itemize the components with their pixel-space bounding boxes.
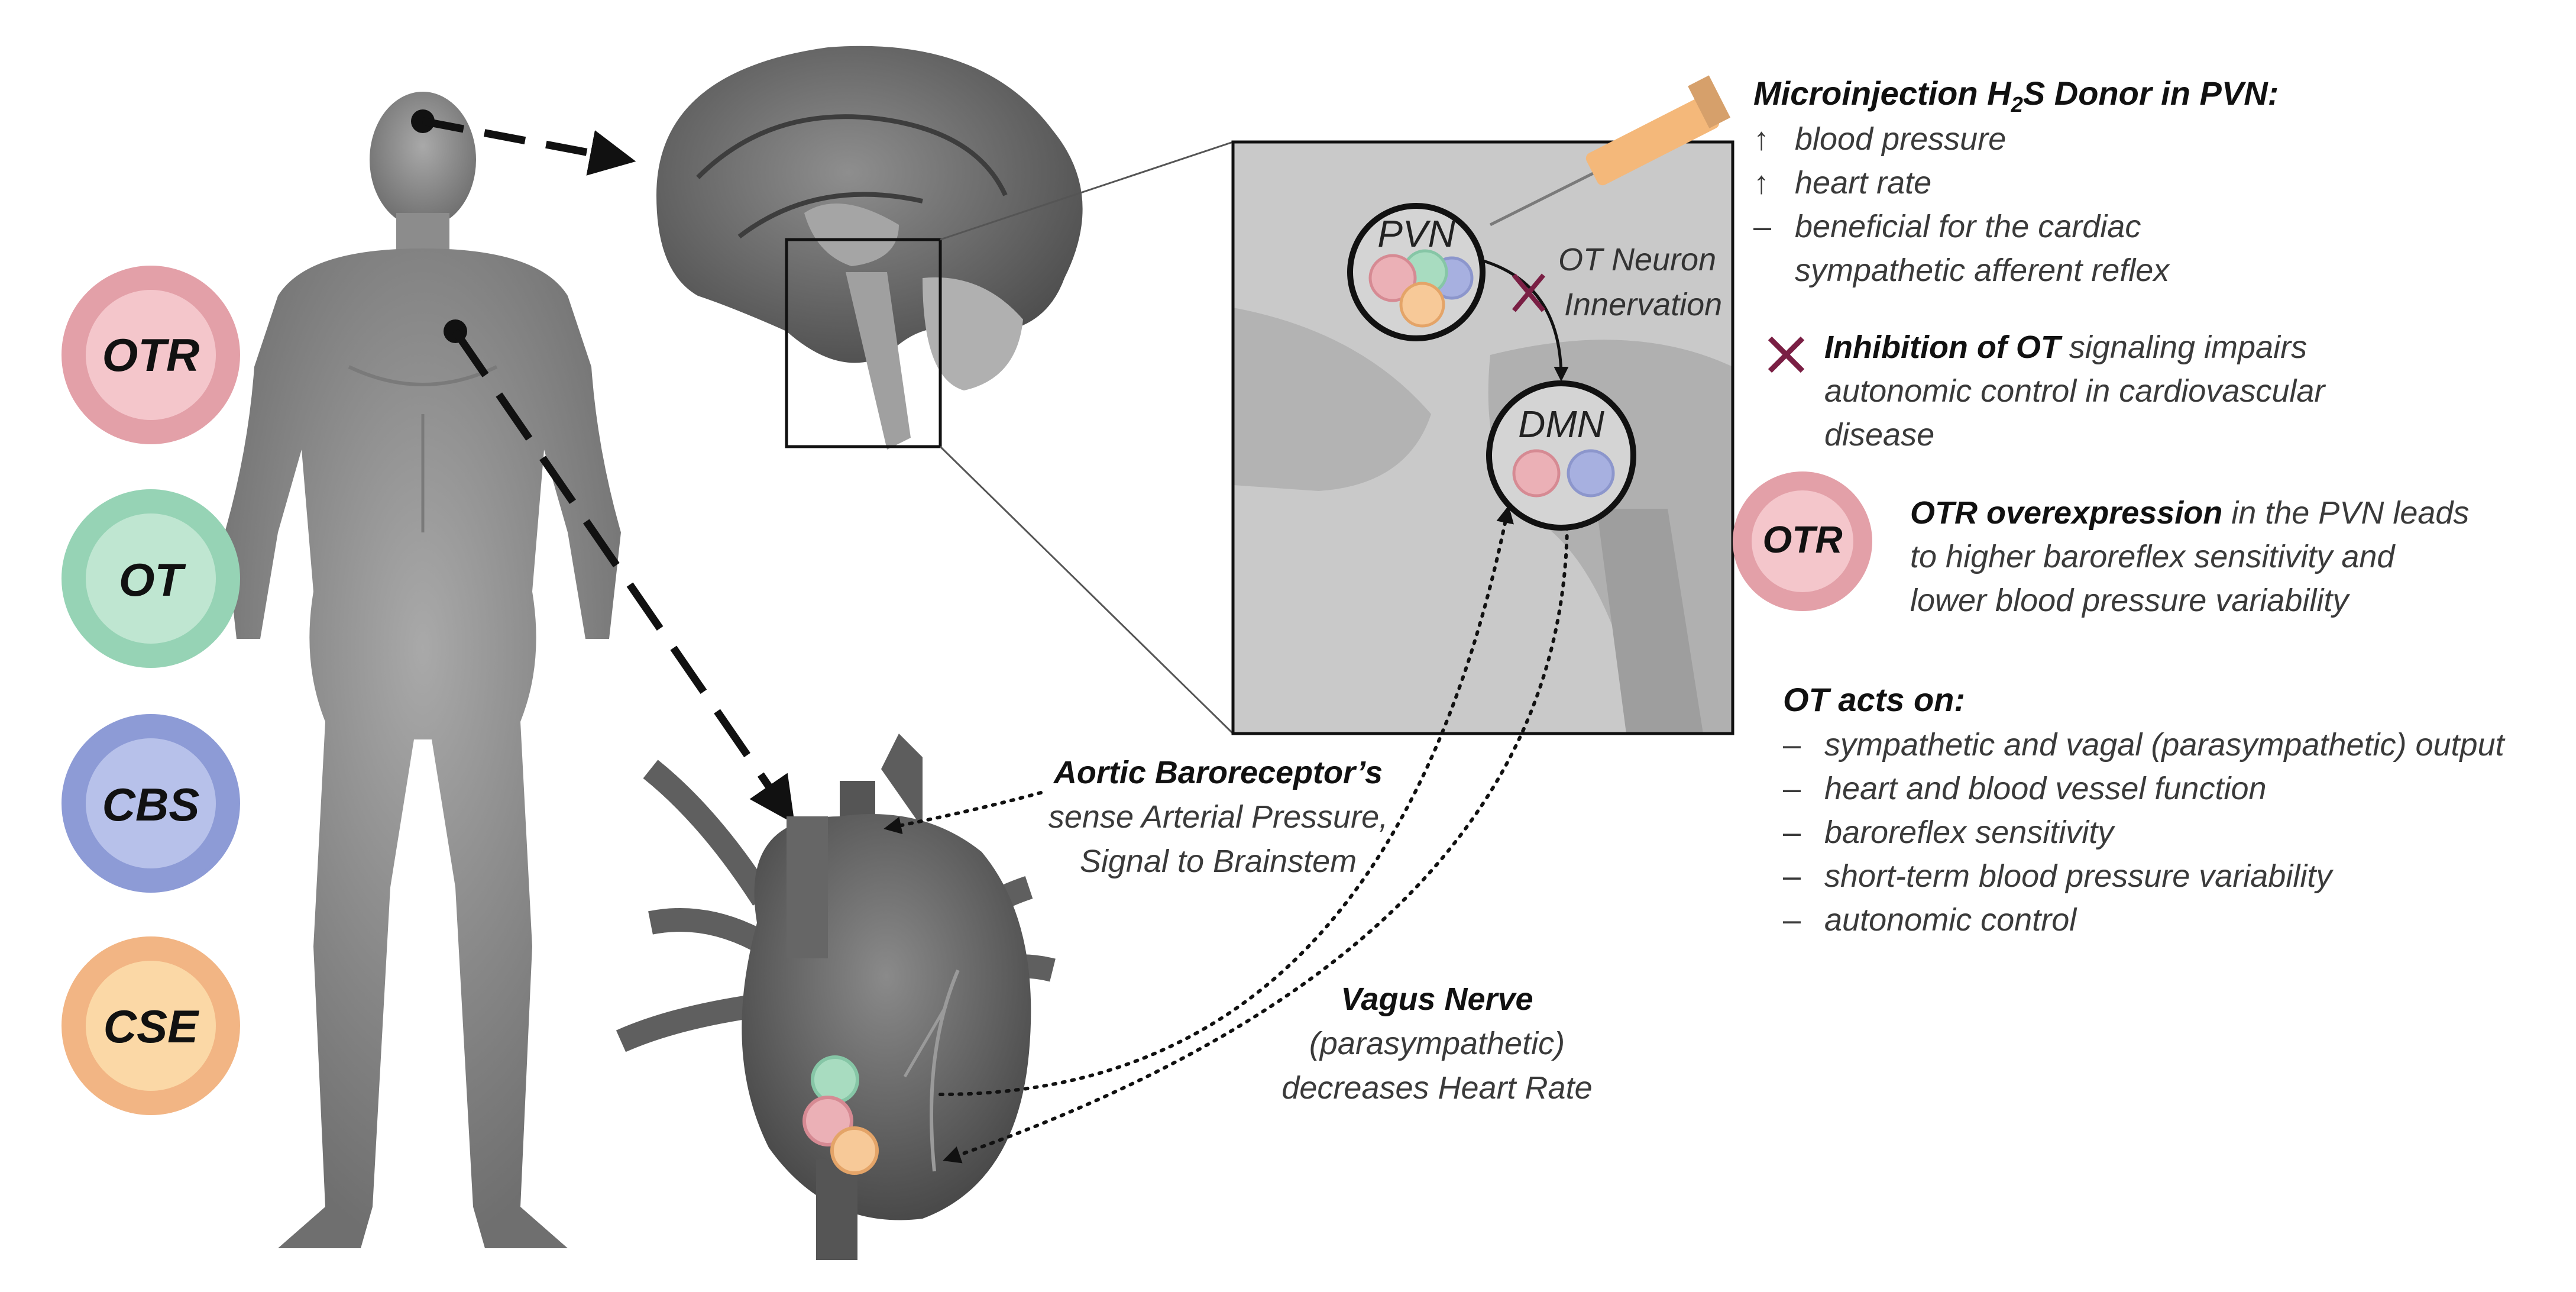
vagus-label-line3: decreases Heart Rate: [1281, 1070, 1593, 1106]
microinjection-item-2: ↑heart rate: [1753, 165, 1932, 201]
overexpression-badge-label: OTR: [1762, 518, 1843, 561]
aortic-label-line1: Aortic Baroreceptor’s: [1053, 755, 1383, 790]
ot-acts-item-5: –autonomic control: [1783, 902, 2077, 938]
microinjection-item-3-continuation: sympathetic afferent reflex: [1795, 253, 2170, 288]
aortic-label-line3: Signal to Brainstem: [1079, 844, 1357, 879]
vagus-nerve-arrow: [943, 525, 1569, 1164]
dmn-label: DMN: [1518, 403, 1604, 445]
aortic-label-line2: sense Arterial Pressure,: [1048, 799, 1389, 835]
ot-acts-item-1: –sympathetic and vagal (parasympathetic)…: [1783, 727, 2504, 763]
inhibition-line2: autonomic control in cardiovascular: [1824, 373, 2325, 409]
ot-acts-item-4: –short-term blood pressure variability: [1783, 858, 2332, 894]
heart-illustration: [616, 734, 1056, 1260]
microinjection-item-3: –beneficial for the cardiac: [1753, 209, 2141, 244]
syringe-icon: [1489, 75, 1731, 227]
badge-ot: [62, 489, 240, 668]
overexpression-otr-badge: [1733, 471, 1872, 611]
chest-to-heart-arrow: [444, 319, 795, 824]
badge-ot-label: OT: [118, 554, 183, 606]
ot-acts-item-3: –baroreflex sensitivity: [1783, 815, 2114, 850]
brainstem-zoom-panel: [1231, 140, 1734, 735]
badge-otr-label: OTR: [102, 329, 200, 381]
inhibition-line3: disease: [1824, 417, 1935, 453]
overexpression-line3: lower blood pressure variability: [1910, 583, 2349, 618]
human-body-figure: [225, 92, 621, 1248]
overexpression-line2: to higher baroreflex sensitivity and: [1910, 539, 2395, 574]
badge-cbs: [62, 714, 240, 893]
inhibition-legend-x-icon: [1768, 336, 1805, 373]
dmn-node: [1486, 380, 1636, 531]
pvn-node: [1347, 203, 1486, 341]
pvn-label: PVN: [1377, 212, 1455, 255]
badge-otr: [62, 266, 240, 444]
innervation-label-line2: Innervation: [1564, 287, 1723, 322]
overexpression-line1: OTR overexpression in the PVN leads: [1910, 495, 2470, 531]
inhibition-x-icon: [1512, 273, 1546, 312]
microinjection-title: Microinjection H2S Donor in PVN:: [1753, 75, 2279, 117]
aortic-signal-arrow: [884, 791, 1043, 835]
inhibition-line1: Inhibition of OT signaling impairs: [1824, 330, 2308, 365]
brain-illustration: [656, 46, 1083, 450]
badge-cbs-label: CBS: [102, 779, 200, 831]
head-to-brain-arrow: [411, 109, 636, 176]
brain-zoom-source-box: [785, 238, 942, 448]
ot-acts-title: OT acts on:: [1783, 681, 1966, 718]
ot-acts-item-2: –heart and blood vessel function: [1783, 771, 2267, 806]
vagus-label-line2: (parasympathetic): [1309, 1026, 1565, 1061]
innervation-label-line1: OT Neuron: [1558, 242, 1717, 277]
baroreceptor-to-dmn-arrow: [939, 505, 1514, 1096]
badge-cse: [62, 936, 240, 1115]
microinjection-item-1: ↑blood pressure: [1753, 121, 2007, 157]
badge-cse-label: CSE: [103, 1000, 199, 1052]
vagus-label-line1: Vagus Nerve: [1341, 981, 1533, 1017]
